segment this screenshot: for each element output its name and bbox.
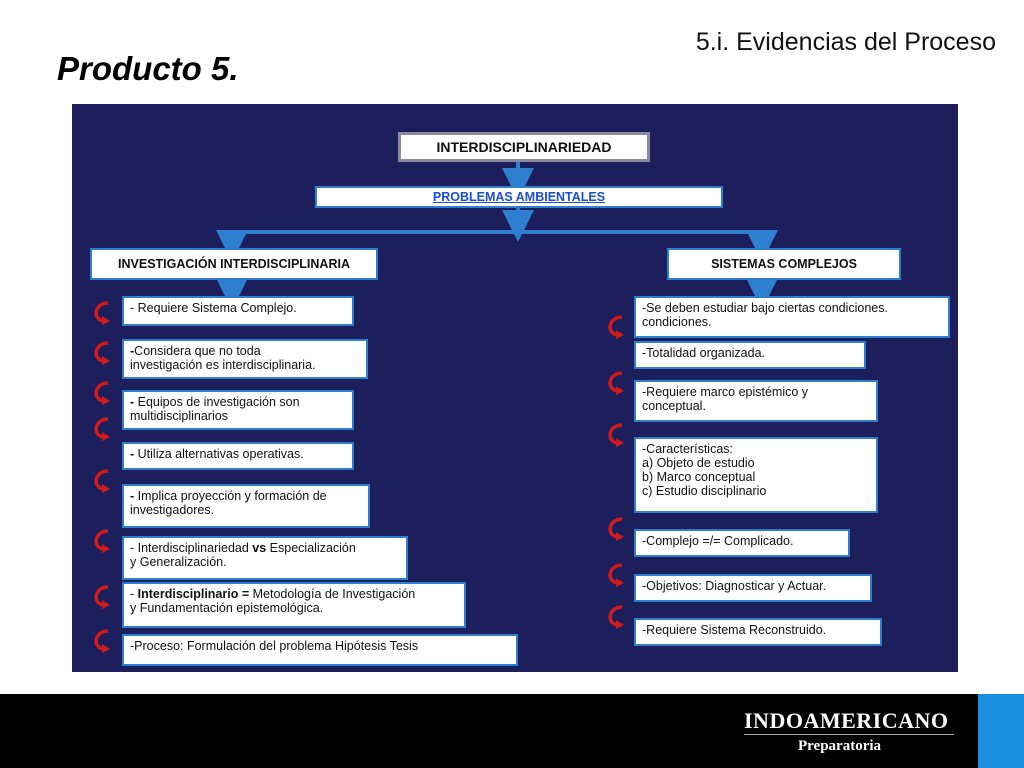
left-item-5: - Implica proyección y formación de inve… bbox=[122, 484, 370, 528]
left-item-text: Equipos de investigación son multidiscip… bbox=[130, 395, 300, 423]
left-item-text: -Proceso: Formulación del problema Hipót… bbox=[130, 639, 419, 653]
left-item-2: -Considera que no toda investigación es … bbox=[122, 339, 368, 379]
left-item-bold-text: - bbox=[130, 447, 135, 461]
curved-arrow-icon-left-7 bbox=[94, 585, 110, 609]
right-item-4: -Características: a) Objeto de estudio b… bbox=[634, 437, 878, 513]
left-item-text: Considera que no toda investigación es i… bbox=[130, 344, 316, 372]
left-item-bold-text: - bbox=[130, 344, 135, 358]
right-item-2: -Totalidad organizada. bbox=[634, 341, 866, 369]
left-item-6: - Interdisciplinariedad vs Especializaci… bbox=[122, 536, 408, 580]
left-item-bold-text: - bbox=[130, 489, 135, 503]
left-item-text: Implica proyección y formación de invest… bbox=[130, 489, 327, 517]
curved-arrow-icon-left-5 bbox=[94, 469, 110, 493]
right-item-5: -Complejo =/= Complicado. bbox=[634, 529, 850, 557]
curved-arrow-icon-left-8 bbox=[94, 629, 110, 653]
diagram-panel: INTERDISCIPLINARIEDAD PROBLEMAS AMBIENTA… bbox=[72, 104, 958, 672]
left-item-4: - Utiliza alternativas operativas. bbox=[122, 442, 354, 470]
level2-label: PROBLEMAS AMBIENTALES bbox=[432, 190, 606, 204]
left-item-1: - Requiere Sistema Complejo. bbox=[122, 296, 354, 326]
left-item-3: - Equipos de investigación son multidisc… bbox=[122, 390, 354, 430]
left-item-text: - Interdisciplinariedad bbox=[130, 541, 253, 555]
curved-arrow-icon-left-4 bbox=[94, 417, 110, 441]
right-item-6: -Objetivos: Diagnosticar y Actuar. bbox=[634, 574, 872, 602]
logo-sub-text: Preparatoria bbox=[798, 738, 882, 754]
curved-arrow-icon-right-3 bbox=[608, 423, 624, 447]
left-item-text: Utiliza alternativas operativas. bbox=[134, 447, 304, 461]
logo-divider bbox=[744, 734, 954, 735]
curved-arrow-icon-left-3 bbox=[94, 381, 110, 405]
logo-main-text: INDOAMERICANO bbox=[744, 708, 949, 733]
left-item-7: - Interdisciplinario = Metodología de In… bbox=[122, 582, 466, 628]
curved-arrow-icon-right-4 bbox=[608, 517, 624, 541]
right-item-3: -Requiere marco epistémico y conceptual. bbox=[634, 380, 878, 422]
left-item-bold-text: - bbox=[130, 395, 135, 409]
left-branch-node: INVESTIGACIÓN INTERDISCIPLINARIA bbox=[90, 248, 378, 280]
slide-subtitle: 5.i. Evidencias del Proceso bbox=[695, 28, 996, 56]
left-item-8: -Proceso: Formulación del problema Hipót… bbox=[122, 634, 518, 666]
left-item-text: - Requiere Sistema Complejo. bbox=[130, 301, 297, 315]
left-item-bold-text: vs bbox=[252, 541, 267, 555]
curved-arrow-icon-right-1 bbox=[608, 315, 624, 339]
left-item-text: Metodología de Investigación y Fundament… bbox=[130, 587, 416, 615]
curved-arrow-icon-right-5 bbox=[608, 563, 624, 587]
level2-node: PROBLEMAS AMBIENTALES bbox=[315, 186, 723, 208]
right-item-1: -Se deben estudiar bajo ciertas condicio… bbox=[634, 296, 950, 338]
curved-arrow-icon-left-6 bbox=[94, 529, 110, 553]
curved-arrow-icon-left-1 bbox=[94, 301, 110, 325]
slide-title: Producto 5. bbox=[57, 50, 239, 87]
root-node: INTERDISCIPLINARIEDAD bbox=[398, 132, 650, 162]
right-branch-node: SISTEMAS COMPLEJOS bbox=[667, 248, 901, 280]
footer-bar: INDOAMERICANO Preparatoria bbox=[0, 694, 1024, 768]
right-item-7: -Requiere Sistema Reconstruido. bbox=[634, 618, 882, 646]
curved-arrow-icon-right-2 bbox=[608, 371, 624, 395]
curved-arrow-icon-left-2 bbox=[94, 341, 110, 365]
footer-stripe bbox=[978, 694, 1024, 768]
connector-lines bbox=[216, 162, 778, 310]
left-item-text: Especialización y Generalización. bbox=[130, 541, 356, 569]
left-item-bold-text: Interdisciplinario = bbox=[137, 587, 250, 601]
curved-arrow-icon-right-6 bbox=[608, 605, 624, 629]
left-item-text: - bbox=[130, 587, 138, 601]
